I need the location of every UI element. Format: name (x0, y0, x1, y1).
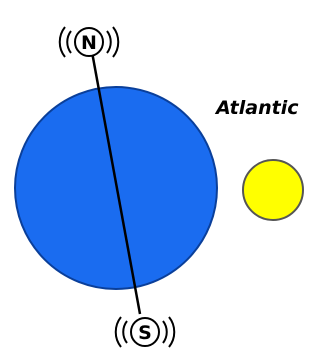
south-wave-right-inner (163, 321, 167, 343)
south-wave-left-outer (116, 317, 121, 347)
sun-circle (243, 160, 303, 220)
south-wave-left-inner (123, 321, 127, 343)
north-wave-left-outer (60, 27, 65, 57)
south-pole-marker: S (116, 317, 175, 347)
north-wave-right-inner (107, 31, 111, 53)
atlantic-label: Atlantic (214, 97, 299, 119)
north-pole-label: N (81, 32, 97, 54)
north-pole-marker: N (60, 27, 119, 57)
north-wave-right-outer (113, 27, 118, 57)
north-wave-left-inner (67, 31, 71, 53)
south-wave-right-outer (169, 317, 174, 347)
south-pole-label: S (138, 322, 152, 344)
